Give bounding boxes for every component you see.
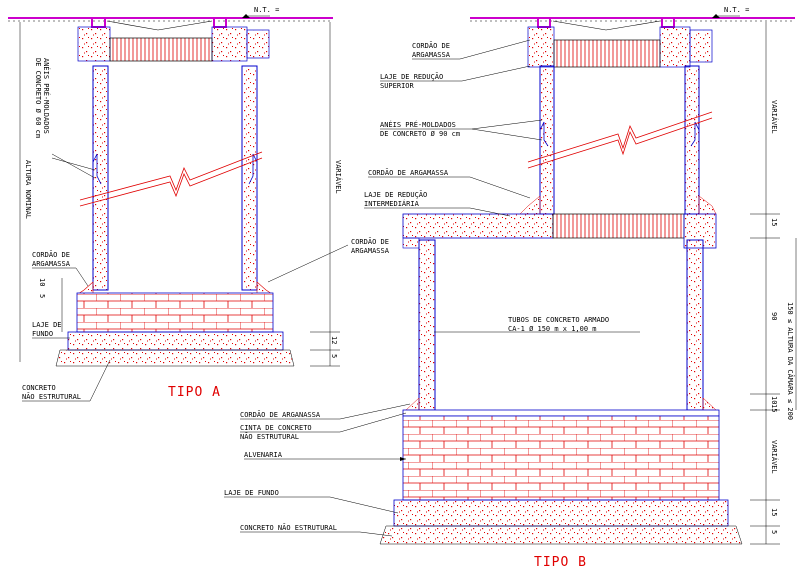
type-b-dim-2: 90 <box>770 312 778 320</box>
type-b-intermediate-slab <box>402 195 717 249</box>
type-b-variavel-bot: VARIÁVEL <box>770 440 779 474</box>
type-b-cordao-top-label-2: ARGAMASSA <box>412 51 451 59</box>
type-b-laje-int-label: LAJE DE REDUÇÃO <box>364 190 427 199</box>
type-b-cinta-label-2: NÃO ESTRUTURAL <box>240 432 299 441</box>
type-b-variavel-top: VARIÁVEL <box>770 100 779 134</box>
type-b-dim-5: 15 <box>770 508 778 516</box>
type-a-variavel-label: VARIÁVEL <box>334 160 343 194</box>
type-b-title: TIPO B <box>534 555 587 570</box>
type-a-masonry-base <box>55 281 295 367</box>
type-a-nt-label: N.T. = <box>254 6 279 14</box>
type-a-cordao-left-label-2: ARGAMASSA <box>32 260 71 268</box>
type-b-alvenaria-label: ALVENARIA <box>244 451 283 459</box>
type-b-dim-1: 15 <box>770 218 778 226</box>
type-a-concreto-label: CONCRETO <box>22 384 56 392</box>
type-b-dim-3: 10 <box>770 396 778 404</box>
type-a-title: TIPO A <box>168 385 221 400</box>
type-a-concreto-label-2: NÃO ESTRUTURAL <box>22 392 81 401</box>
type-b-range-label: 150 ≤ ALTURA DA CÂMARA ≤ 200 <box>786 302 795 420</box>
type-a-cordao-right-label-2: ARGAMASSA <box>351 247 390 255</box>
type-b-masonry-base <box>379 409 743 545</box>
type-b-tubos-label: TUBOS DE CONCRETO ARMADO <box>508 316 609 324</box>
type-a-top-slab <box>77 26 270 62</box>
type-b-tubos-label-2: CA-1 Ø 150 m x 1,00 m <box>508 325 597 333</box>
type-a-dim-4: 5 <box>330 354 338 358</box>
type-a-section: N.T. = <box>8 6 390 402</box>
type-b-aneis-label: ANÉIS PRÉ-MOLDADOS <box>380 120 456 129</box>
type-a-dim-2: 5 <box>38 294 46 298</box>
type-a-aneis-label-2: DE CONCRETO Ø 60 cm <box>34 58 42 138</box>
type-b-cordao-mid-label: CORDÃO DE ARGAMASSA <box>368 168 449 177</box>
type-a-laje-label: LAJE DE <box>32 321 62 329</box>
type-a-aneis-label: ANÉIS PRÉ-MOLDADOS <box>42 58 51 134</box>
type-b-cordao-top-label: CORDÃO DE <box>412 41 450 50</box>
type-b-lower-tube <box>405 239 717 411</box>
type-b-dim-6: 5 <box>770 530 778 534</box>
type-b-top-slab <box>527 26 713 68</box>
type-b-nt-marker: N.T. = <box>712 6 749 18</box>
type-b-nt-label: N.T. = <box>724 6 749 14</box>
type-a-dim-3: 12 <box>330 336 338 344</box>
type-b-laje-sup-label-2: SUPERIOR <box>380 82 415 90</box>
type-b-dim-4: 15 <box>770 404 778 412</box>
type-a-nt-marker: N.T. = <box>242 6 279 18</box>
type-a-dim-1: 10 <box>38 278 46 286</box>
type-a-ring-walls <box>92 65 258 291</box>
type-b-laje-sup-label: LAJE DE REDUÇÃO <box>380 72 443 81</box>
type-b-concreto-label: CONCRETO NÃO ESTRUTURAL <box>240 523 337 532</box>
type-a-altura-label: ALTURA NOMINAL <box>24 160 32 219</box>
type-a-cordao-left-label: CORDÃO DE <box>32 250 70 259</box>
type-b-laje-fundo-label: LAJE DE FUNDO <box>224 489 279 497</box>
type-b-cordao-low-label: CORDÃO DE ARGANASSA <box>240 410 321 419</box>
type-b-aneis-label-2: DE CONCRETO Ø 90 cm <box>380 130 460 138</box>
type-b-cinta-label: CINTA DE CONCRETO <box>240 424 312 432</box>
type-a-cordao-right-label: CORDÃO DE <box>351 237 389 246</box>
type-b-upper-rings <box>539 65 700 215</box>
type-a-laje-label-2: FUNDO <box>32 330 53 338</box>
type-b-section: N.T. = <box>224 6 797 570</box>
type-b-laje-int-label-2: INTERMEDIÁRIA <box>364 199 420 208</box>
